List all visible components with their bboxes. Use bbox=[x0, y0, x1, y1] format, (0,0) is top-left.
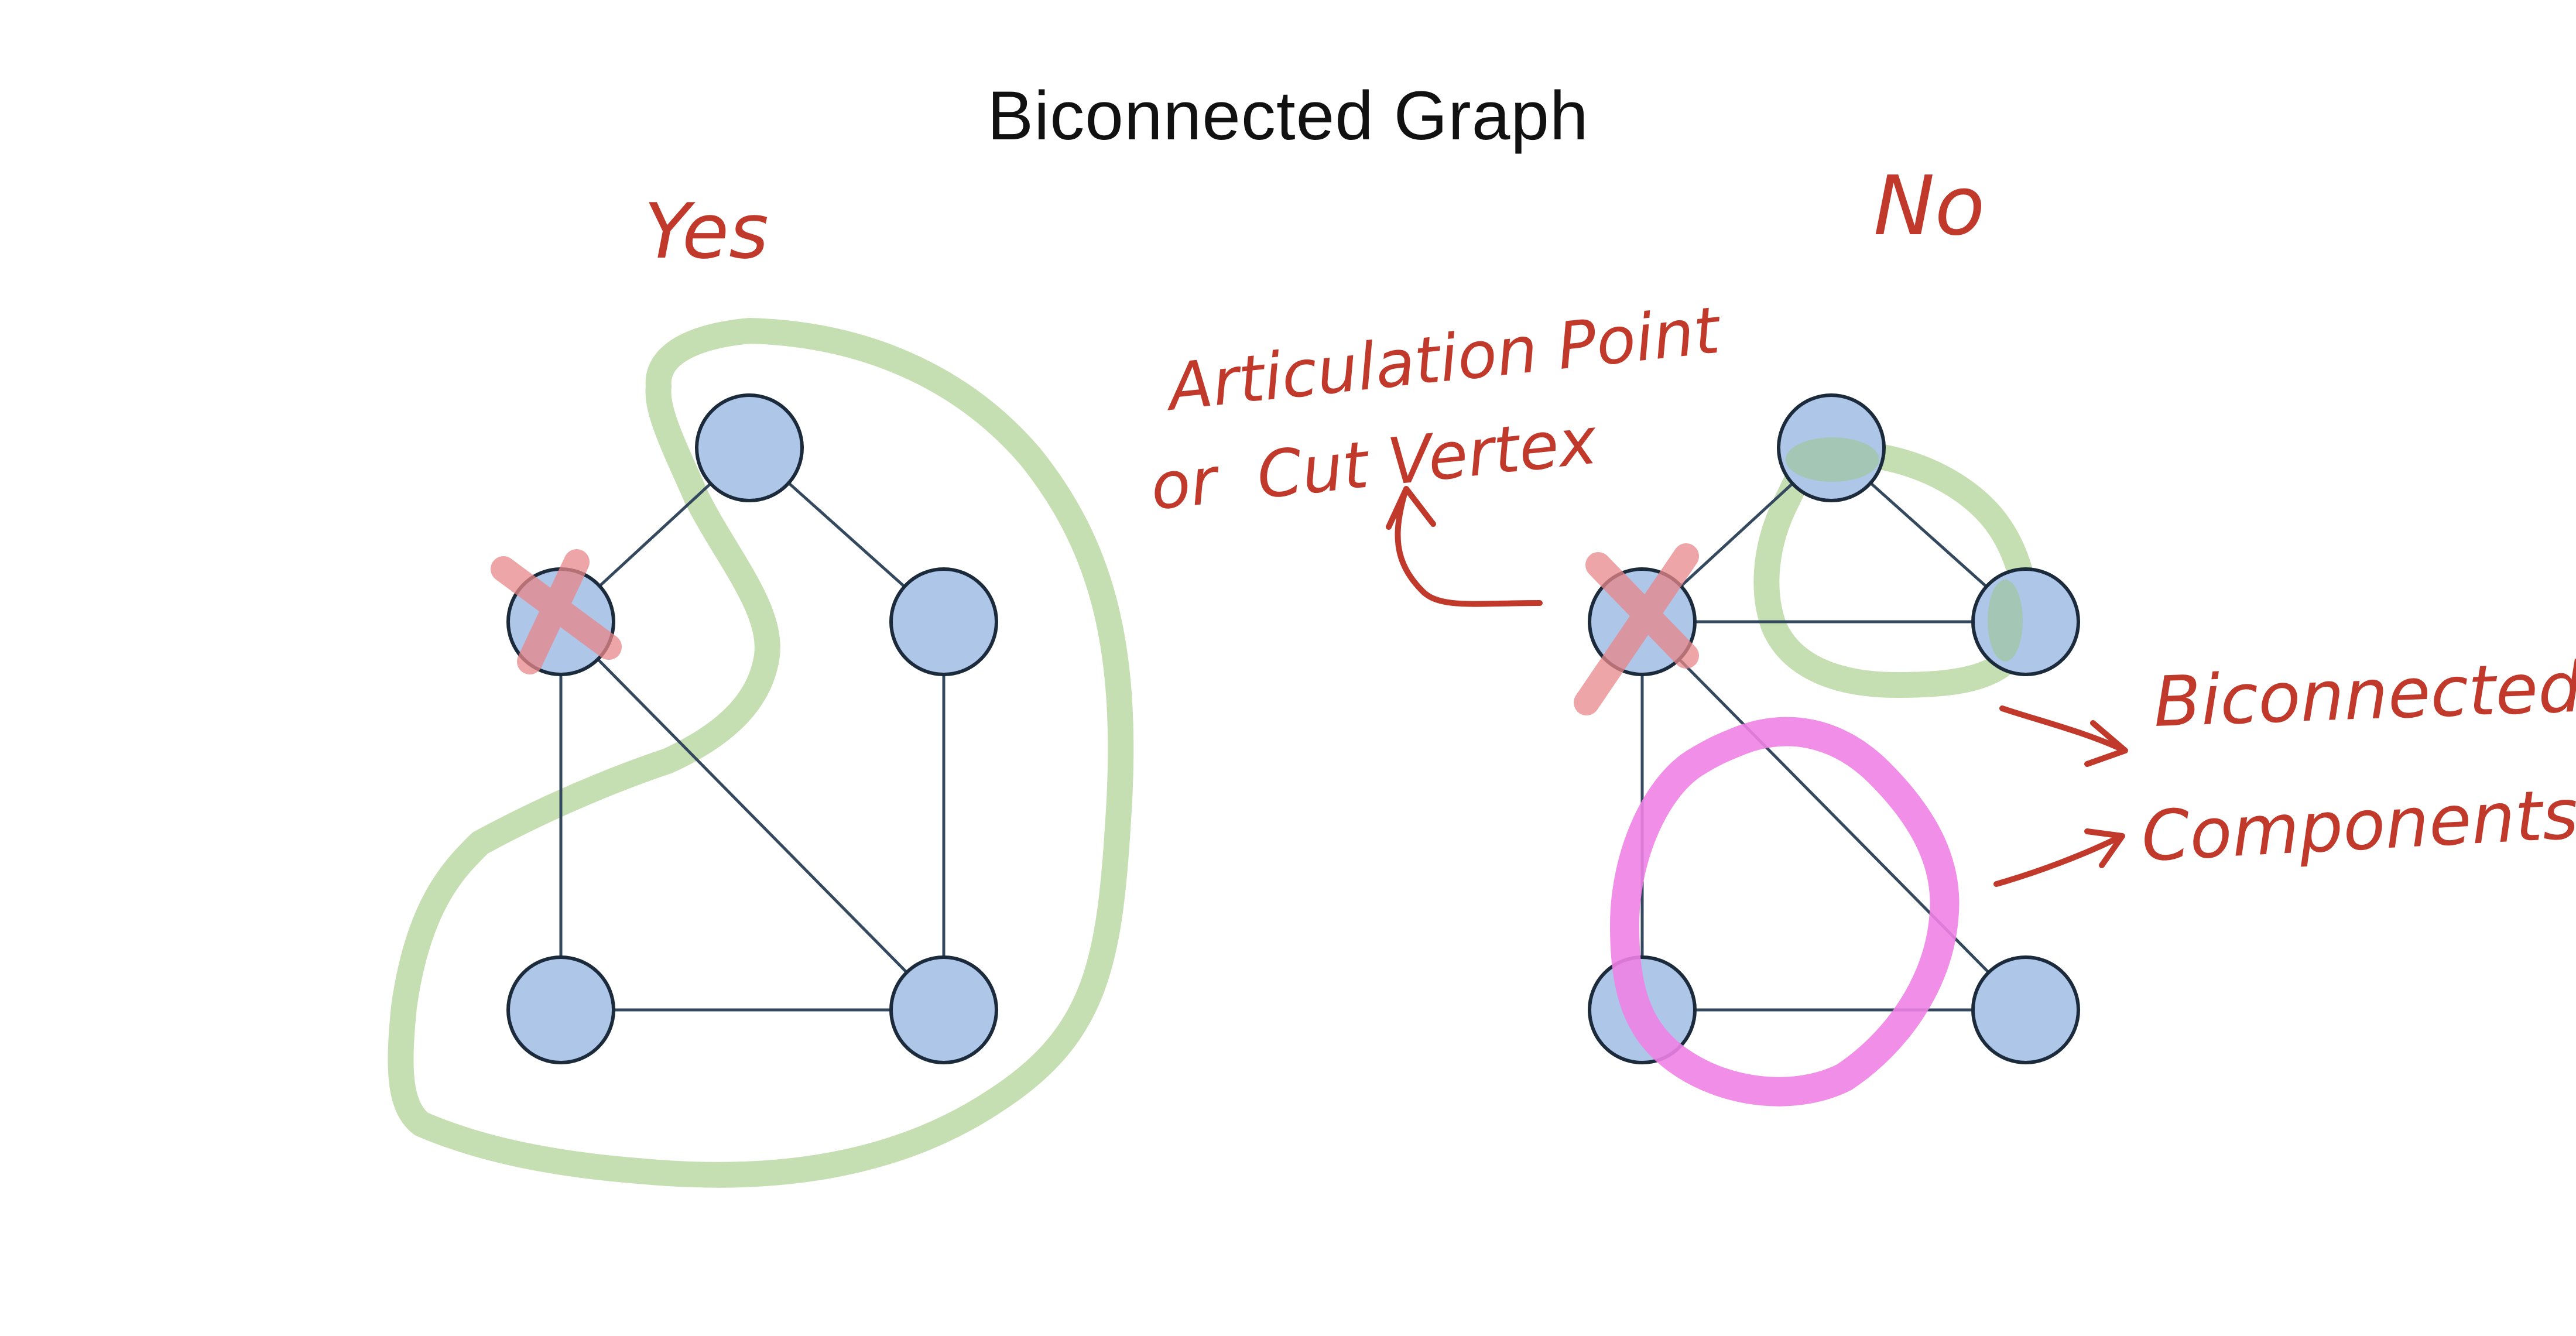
graph-node bbox=[889, 955, 998, 1064]
left-graph-nodes bbox=[506, 393, 998, 1064]
cross-mark-left bbox=[491, 549, 622, 674]
label-components: Components bbox=[2139, 773, 2576, 877]
green-overlay-marks bbox=[1786, 437, 2023, 662]
label-biconnected: Biconnected bbox=[2152, 646, 2576, 742]
label-articulation-line2: or Cut Vertex bbox=[1147, 403, 1601, 524]
left-graph-edges bbox=[559, 447, 946, 1012]
page-title: Biconnected Graph bbox=[987, 77, 1589, 155]
label-yes: Yes bbox=[644, 187, 769, 276]
graph-node bbox=[695, 393, 804, 502]
label-no: No bbox=[1873, 159, 1985, 254]
pink-highlight-bottom-component bbox=[1610, 717, 1960, 1107]
cross-mark-articulation bbox=[1574, 543, 1699, 715]
green-highlight-top-component bbox=[1753, 440, 2039, 698]
edge-b-e bbox=[560, 621, 945, 1011]
arrow-to-cut-vertex bbox=[1386, 486, 1543, 607]
graph-node bbox=[1971, 955, 2080, 1064]
label-articulation-line1: Articulation Point bbox=[1161, 292, 1725, 425]
edge-g-j bbox=[1641, 621, 2027, 1011]
graph-node bbox=[889, 567, 998, 676]
green-highlight-whole-graph bbox=[388, 318, 1134, 1188]
graph-node bbox=[506, 955, 615, 1064]
arrow-to-biconnected bbox=[1999, 705, 2128, 767]
arrow-to-components bbox=[1993, 828, 2125, 887]
